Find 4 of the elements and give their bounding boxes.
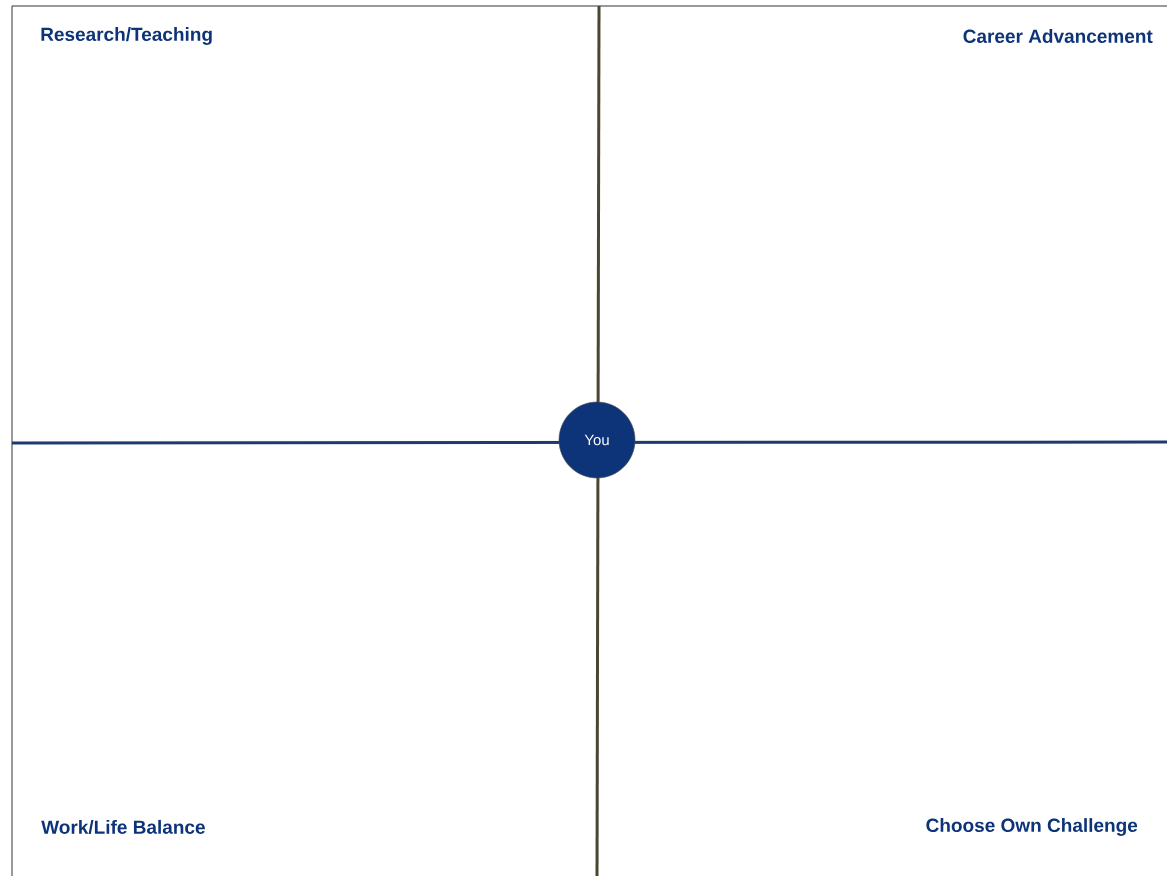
quadrant-label: Career Advancement — [963, 29, 1153, 43]
quadrant-label: Research/Teaching — [41, 27, 212, 45]
quadrant-label: Choose Own Challenge — [926, 818, 1138, 836]
quadrant-label: Work/Life Balance — [41, 819, 205, 835]
